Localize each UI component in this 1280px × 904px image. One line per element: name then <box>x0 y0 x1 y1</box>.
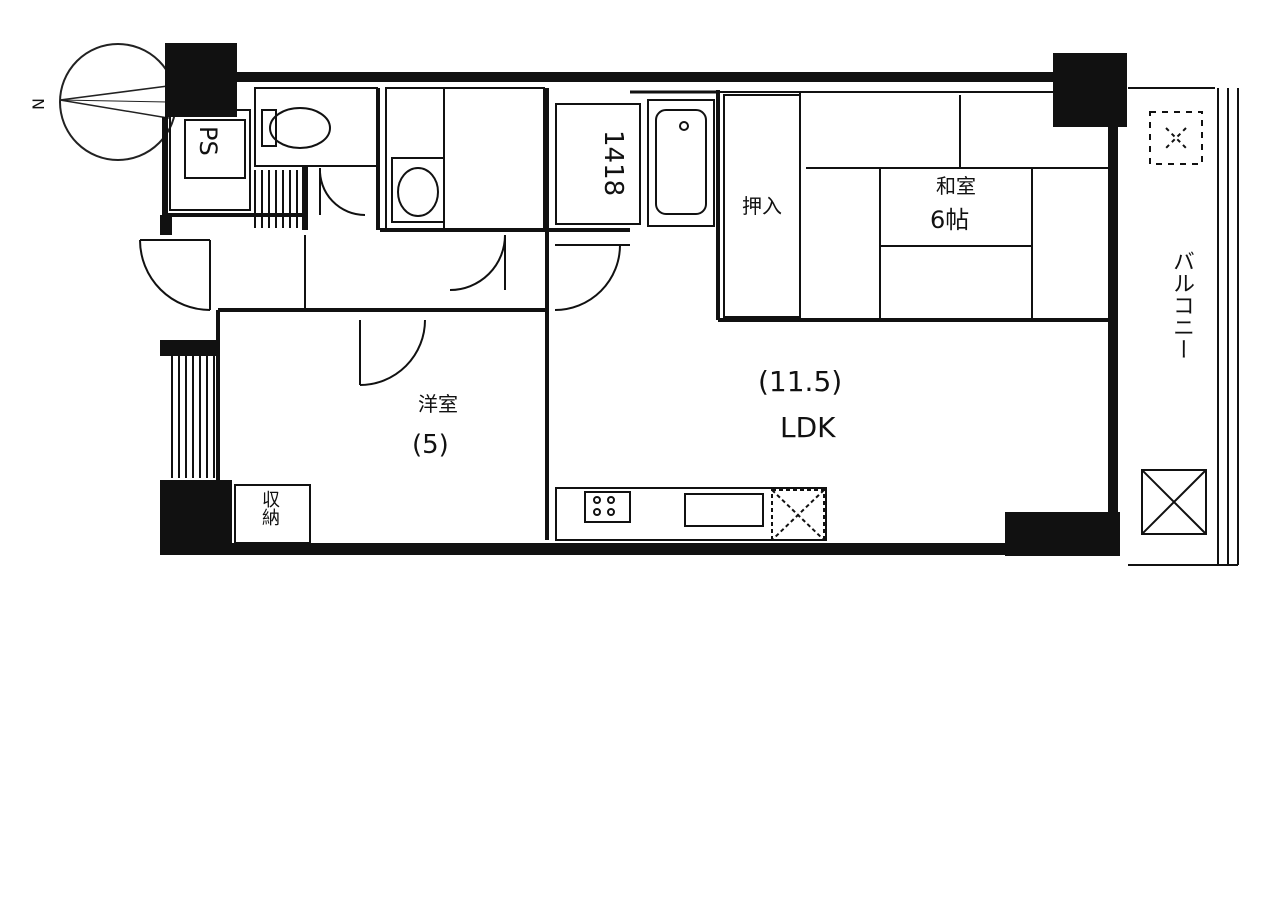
outer-walls <box>160 43 1127 556</box>
interior-walls <box>162 88 1110 540</box>
door-arc-yoshitsu <box>359 319 426 386</box>
entrance-storage-box <box>234 484 311 544</box>
compass-north-label: N <box>29 98 48 110</box>
label-yoshitsu-size: (5) <box>412 430 449 460</box>
label-ps: PS <box>194 126 222 156</box>
label-entrance-storage: 収納 <box>259 490 280 526</box>
bathtub <box>647 99 715 227</box>
washroom <box>385 87 545 291</box>
balcony <box>1128 87 1239 566</box>
toilet <box>254 87 378 217</box>
compass: N <box>29 43 177 161</box>
ps-shaft <box>169 109 251 211</box>
kitchen-counter <box>555 487 827 541</box>
label-storage-1418: 1418 <box>598 130 628 197</box>
label-balcony: バルコニー <box>1169 250 1194 360</box>
hatching-shoebox <box>254 170 298 228</box>
label-oshiire: 押入 <box>742 194 782 218</box>
tatami-layout <box>723 94 1110 318</box>
label-washitsu-size: 6帖 <box>930 206 970 234</box>
label-ldk-name: LDK <box>780 411 836 444</box>
door-arc-entry <box>139 239 211 311</box>
door-arc-bath <box>554 244 621 311</box>
label-ldk-size: (11.5) <box>758 365 843 398</box>
compass-axis <box>59 99 169 103</box>
hatching-entrance <box>171 355 215 478</box>
label-washitsu-name: 和室 <box>936 174 976 198</box>
label-yoshitsu-name: 洋室 <box>418 392 458 416</box>
storage-1418-area <box>555 103 641 225</box>
